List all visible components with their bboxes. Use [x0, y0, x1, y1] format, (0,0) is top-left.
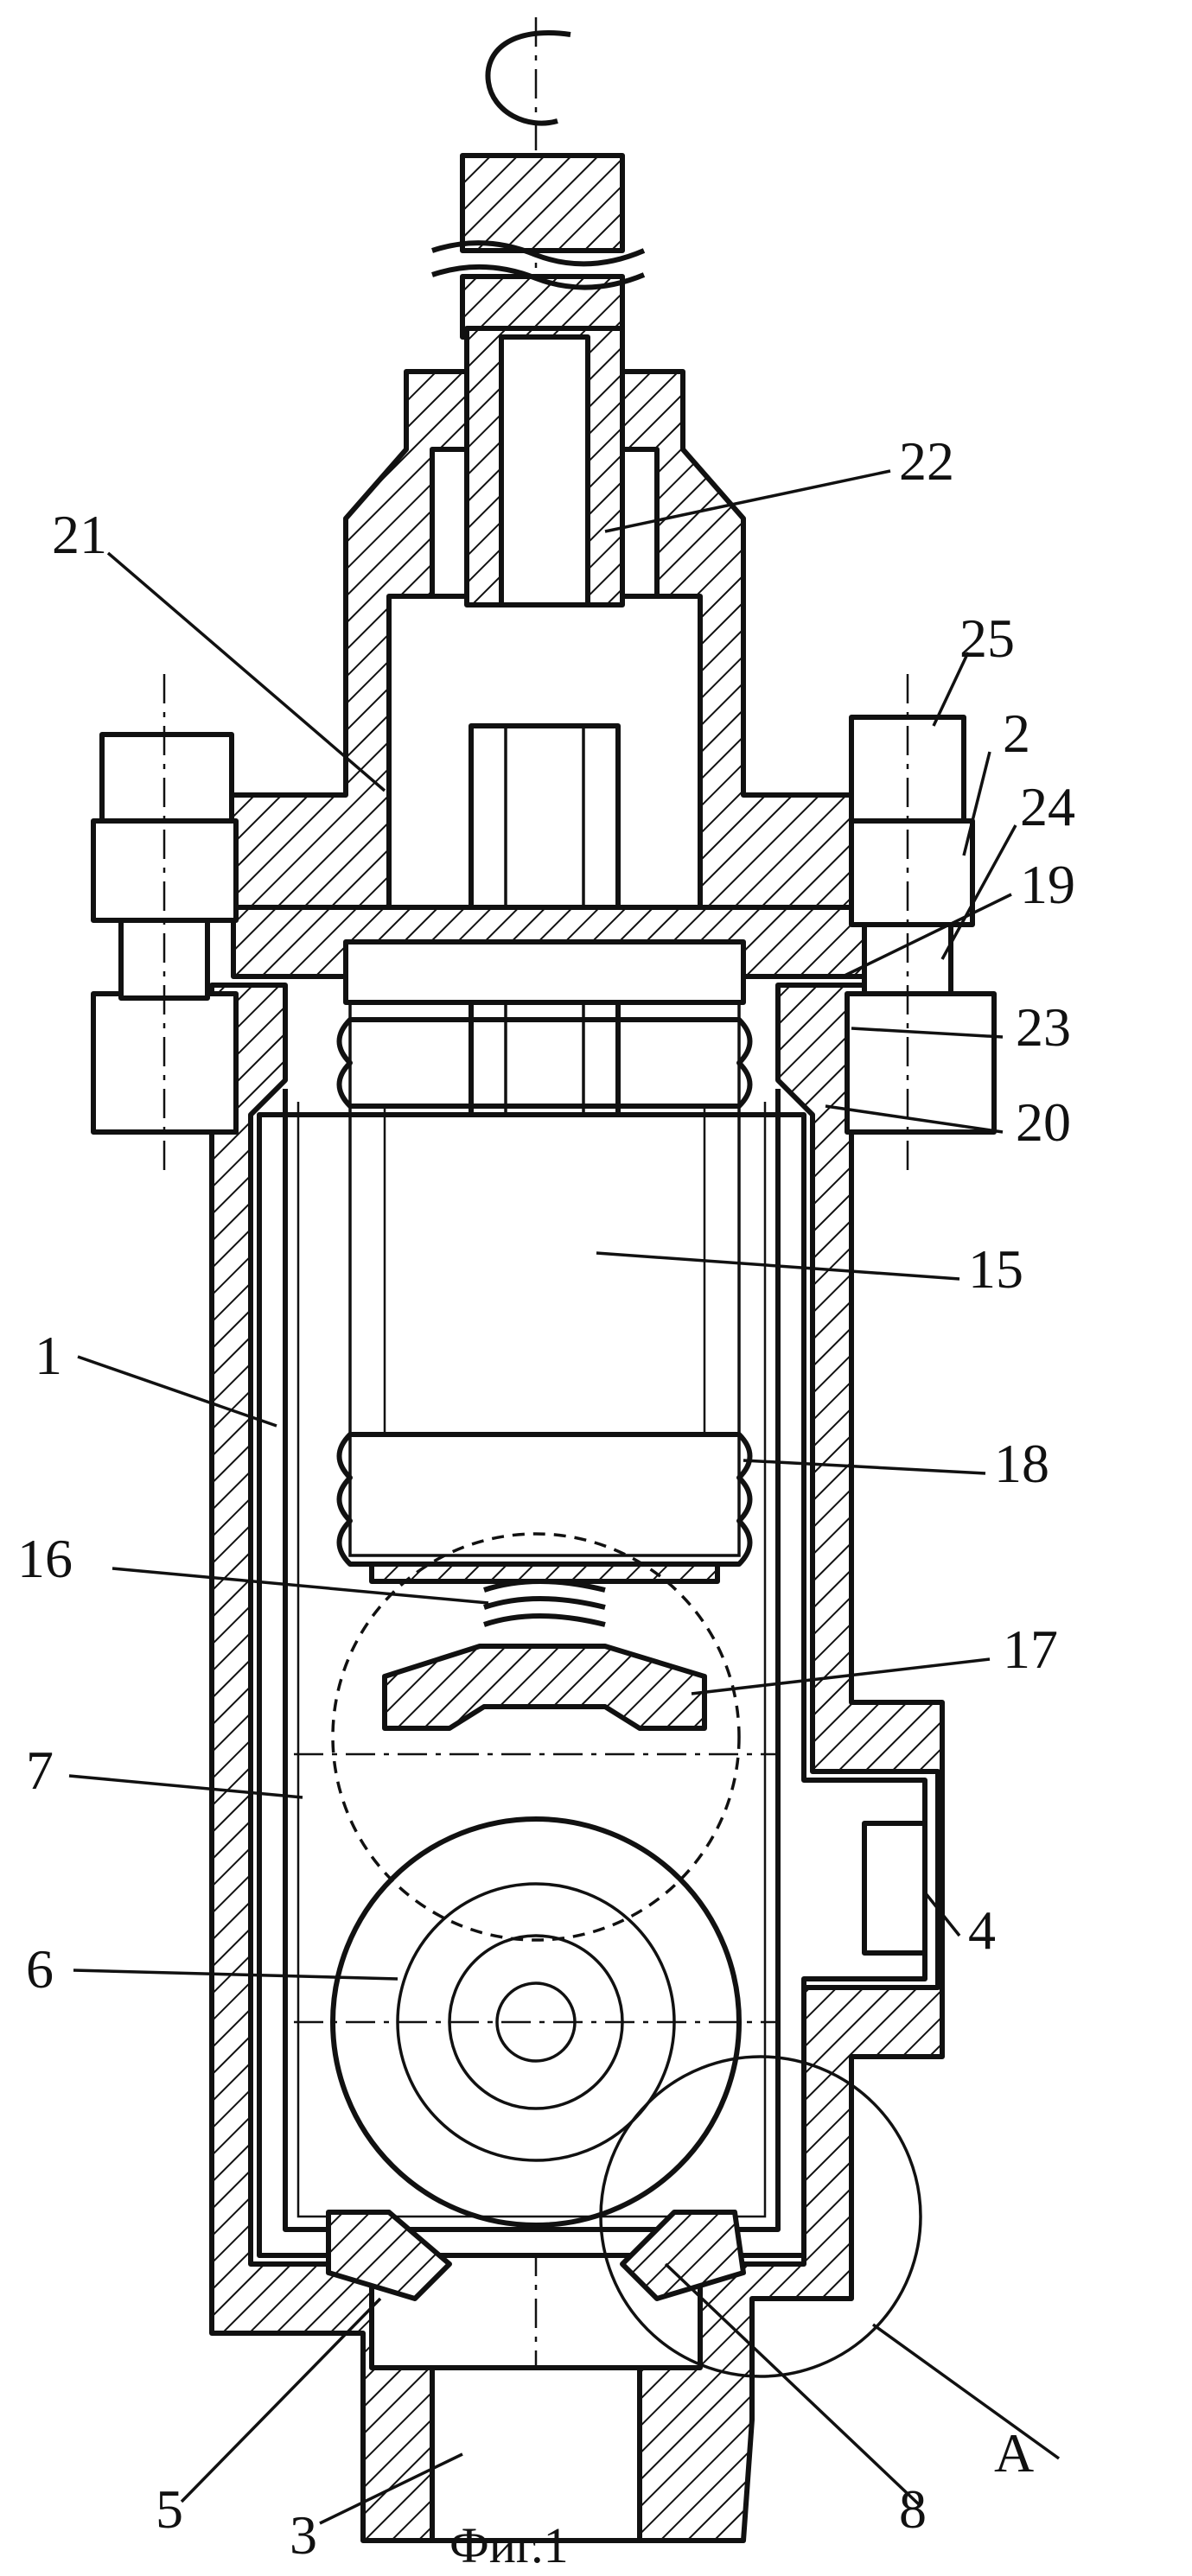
callout-4: 4	[968, 1899, 996, 1961]
callout-8: 8	[899, 2478, 927, 2540]
callout-22: 22	[899, 430, 954, 492]
callout-3: 3	[290, 2504, 317, 2566]
callout-5: 5	[156, 2478, 183, 2540]
callout-19: 19	[1020, 854, 1075, 915]
drive-shaft	[432, 156, 644, 337]
figure-caption: Фиг.1	[449, 2517, 569, 2573]
callout-23: 23	[1016, 996, 1071, 1058]
bolt-left	[93, 674, 236, 1175]
callout-2: 2	[1003, 703, 1030, 764]
outlet-nozzle	[864, 1823, 925, 1953]
valve-body	[212, 985, 942, 2541]
callout-1: 1	[35, 1325, 62, 1386]
inlet-nozzle	[432, 2368, 640, 2541]
guide-flange	[233, 907, 864, 1002]
stem-nut	[467, 328, 622, 605]
bolt-right	[847, 674, 994, 1175]
callout-18: 18	[994, 1433, 1049, 1494]
callout-15: 15	[968, 1238, 1023, 1300]
callout-17: 17	[1003, 1619, 1058, 1680]
callout-21: 21	[52, 504, 107, 565]
callout-16: 16	[17, 1528, 73, 1589]
callout-25: 25	[959, 607, 1015, 669]
callout-20: 20	[1016, 1091, 1071, 1153]
callout-a: A	[994, 2422, 1034, 2484]
callout-24: 24	[1020, 776, 1075, 837]
callout-6: 6	[26, 1938, 54, 2000]
callout-7: 7	[26, 1740, 54, 1801]
